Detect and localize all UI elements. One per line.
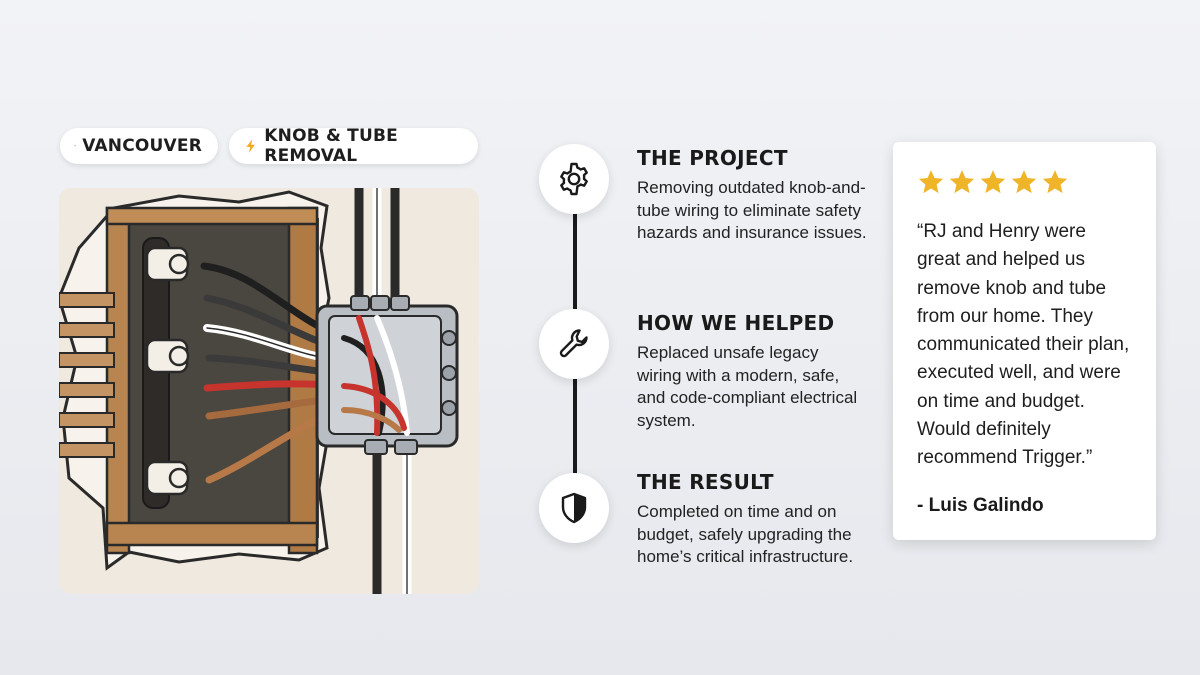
star-icon: [949, 170, 975, 194]
wrench-icon: [559, 329, 588, 358]
result-step-badge: [539, 473, 609, 543]
service-tag: KNOB & TUBE REMOVAL: [229, 126, 478, 166]
project-step-text: Removing outdated knob-and-tube wiring t…: [637, 178, 867, 242]
project-step-badge: [539, 144, 609, 214]
testimonial-card: “RJ and Henry were great and helped us r…: [893, 142, 1156, 540]
lightning-bolt-icon: [246, 139, 255, 153]
shield-icon: [561, 492, 587, 524]
helped-step-badge: [539, 309, 609, 379]
star-icon: [918, 170, 944, 194]
star-icon: [1042, 170, 1068, 194]
result-step-text: Completed on time and on budget, safely …: [637, 502, 854, 566]
helped-step-title: HOW WE HELPED: [637, 311, 835, 335]
result-step-title: THE RESULT: [637, 470, 774, 494]
testimonial-quote: “RJ and Henry were great and helped us r…: [917, 221, 1130, 469]
service-tag-label: KNOB & TUBE REMOVAL: [264, 126, 398, 166]
helped-step-text: Replaced unsafe legacy wiring with a mod…: [637, 343, 858, 430]
location-tag: VANCOUVER: [60, 128, 218, 164]
location-pin-icon: [74, 145, 76, 148]
testimonial-author: - Luis Galindo: [917, 494, 1044, 516]
star-icon: [980, 170, 1006, 194]
star-icon: [1011, 170, 1037, 194]
location-tag-label: VANCOUVER: [82, 136, 202, 156]
wiring-illustration: [59, 188, 479, 594]
project-step-title: THE PROJECT: [637, 146, 788, 170]
gear-icon: [560, 162, 588, 196]
star-rating: [917, 168, 1132, 198]
